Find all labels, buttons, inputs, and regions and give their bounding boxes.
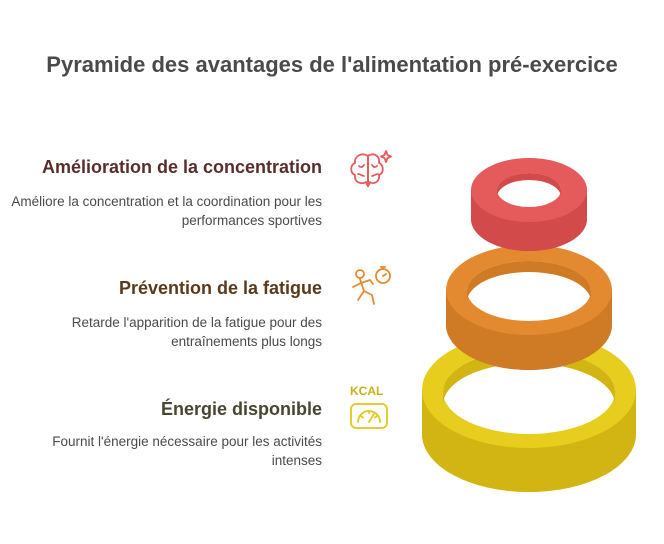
ring-fatigue: [446, 245, 612, 370]
item-title-energie: Énergie disponible: [160, 399, 322, 419]
item-desc-energie: Fournit l'énergie nécessaire pour les ac…: [52, 434, 322, 468]
item-title-concentration: Amélioration de la concentration: [41, 157, 322, 177]
item-desc-concentration: Améliore la concentration et la coordina…: [11, 194, 322, 228]
kcal-label: KCAL: [350, 384, 383, 398]
brain-icon: [346, 148, 394, 192]
running-stopwatch-icon: [346, 264, 394, 308]
ring-pyramid: [422, 158, 636, 492]
ring-energie: [422, 332, 636, 492]
ring-concentration: [471, 158, 587, 251]
item-title-fatigue: Prévention de la fatigue: [118, 278, 322, 298]
kcal-scale-icon: KCAL: [346, 382, 394, 429]
item-desc-fatigue: Retarde l'apparition de la fatigue pour …: [71, 315, 322, 349]
page-title: Pyramide des avantages de l'alimentation…: [46, 52, 618, 77]
